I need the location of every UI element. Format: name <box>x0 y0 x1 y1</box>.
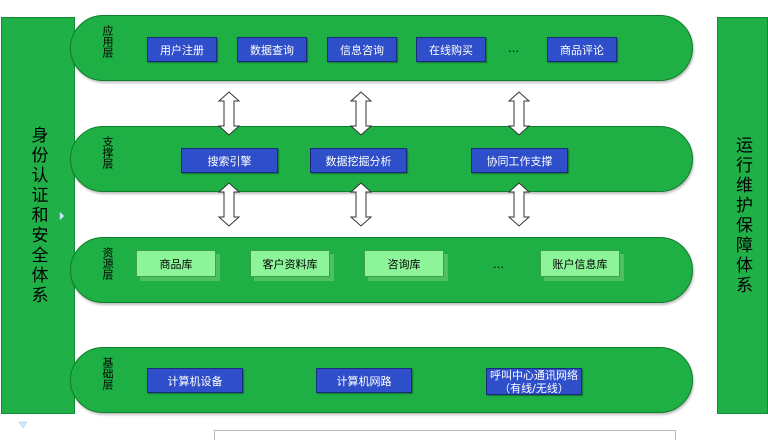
collaboration-support-box: 协同工作支撑 <box>471 148 568 173</box>
operations-maintenance-bar: 运行维护保障体系 <box>717 17 768 414</box>
double-arrow-icon <box>218 182 240 227</box>
call-center-network-box: 呼叫中心通讯网络 （有线/无线） <box>486 368 582 395</box>
product-review-box: 商品评论 <box>547 37 617 62</box>
handle-mark-left <box>59 211 65 221</box>
user-register-box: 用户注册 <box>147 37 217 62</box>
computer-network-box: 计算机网路 <box>316 368 412 393</box>
support-layer-label: 支撑层 <box>101 136 114 169</box>
application-layer: 应用层 用户注册 数据查询 信息咨询 在线购买 … 商品评论 <box>70 15 693 81</box>
double-arrow-icon <box>350 182 372 227</box>
data-query-box: 数据查询 <box>237 37 307 62</box>
double-arrow-icon <box>508 182 530 227</box>
search-engine-box: 搜索引擎 <box>181 148 278 173</box>
canvas-bottom-edge <box>214 430 676 440</box>
product-db-box: 商品库 <box>136 250 216 277</box>
support-layer: 支撑层 搜索引擎 数据挖掘分析 协同工作支撑 <box>70 126 693 192</box>
base-layer-label: 基础层 <box>101 357 114 390</box>
call-center-line1: 呼叫中心通讯网络 <box>490 368 578 382</box>
call-center-line2: （有线/无线） <box>499 381 569 395</box>
account-db-box: 账户信息库 <box>540 250 620 277</box>
customer-db-box: 客户资料库 <box>250 250 330 277</box>
resource-layer-label: 资源层 <box>101 247 114 280</box>
online-purchase-box: 在线购买 <box>416 37 486 62</box>
double-arrow-icon <box>350 91 372 136</box>
resource-ellipsis: … <box>493 258 504 271</box>
consult-db-box: 咨询库 <box>364 250 444 277</box>
application-layer-label: 应用层 <box>101 25 114 58</box>
info-consult-box: 信息咨询 <box>327 37 397 62</box>
handle-mark-bottom <box>18 421 28 429</box>
operations-maintenance-label: 运行维护保障体系 <box>732 135 752 296</box>
computer-equipment-box: 计算机设备 <box>147 368 243 393</box>
double-arrow-icon <box>508 91 530 136</box>
resource-layer: 资源层 商品库 客户资料库 咨询库 … 账户信息库 <box>70 237 693 303</box>
data-mining-box: 数据挖掘分析 <box>310 148 407 173</box>
base-layer: 基础层 计算机设备 计算机网路 呼叫中心通讯网络 （有线/无线） <box>70 347 693 413</box>
identity-security-label: 身份认证和安全体系 <box>27 125 48 306</box>
double-arrow-icon <box>218 91 240 136</box>
application-ellipsis: … <box>508 42 519 55</box>
